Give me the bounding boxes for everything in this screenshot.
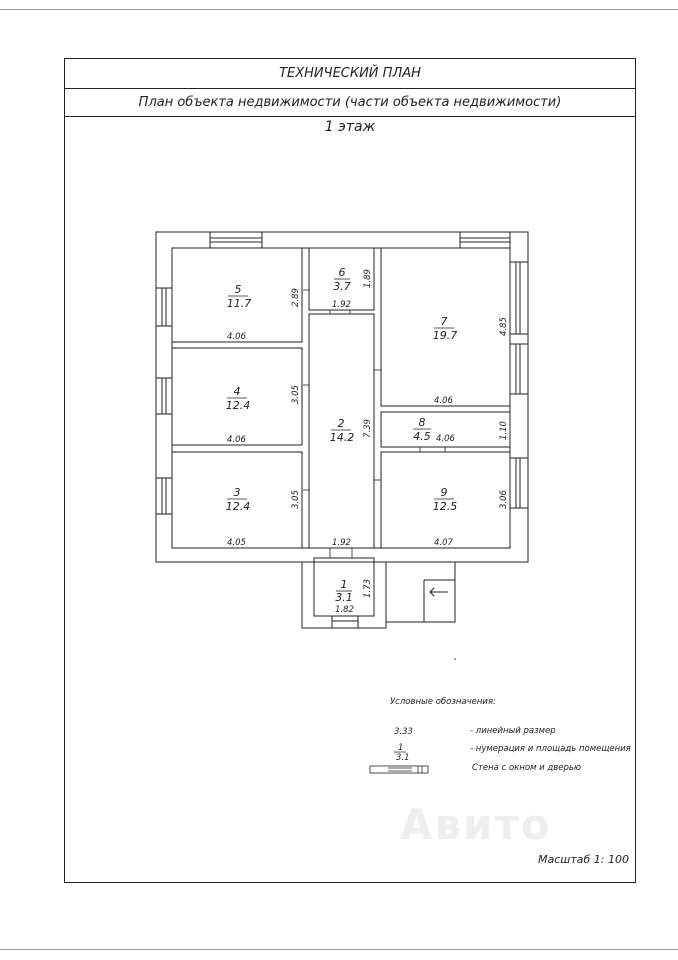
room-area-2: 14.2 [330, 431, 355, 444]
room-8-outline [380, 411, 511, 448]
room-number-7: 7 [441, 315, 448, 328]
door-marks [303, 289, 446, 558]
dim-r5-width: 4.06 [227, 332, 247, 342]
window-top-left [209, 231, 263, 249]
dim-r2-width: 1.92 [332, 538, 351, 548]
legend-num-text: - нумерация и площадь помещения [470, 744, 631, 754]
dim-r7-width: 4.06 [434, 396, 454, 406]
window-left-1 [155, 287, 173, 327]
room-number-8: 8 [419, 416, 426, 429]
room-area-5: 11.7 [227, 297, 252, 310]
room-area-1: 3.1 [335, 591, 353, 604]
window-bottom [331, 615, 359, 629]
room-number-6: 6 [339, 266, 346, 279]
legend-area-example: 3.1 [396, 753, 410, 763]
room-area-4: 12.4 [226, 399, 251, 412]
window-right-2 [509, 343, 529, 395]
plan-title: ТЕХНИЧЕСКИЙ ПЛАН [279, 66, 421, 81]
page-bottom-line [0, 949, 678, 950]
legend-dim-text: - линейный размер [470, 726, 556, 736]
room-6-outline [308, 247, 375, 311]
room-number-4: 4 [234, 385, 241, 398]
dim-r8-height: 1.10 [499, 421, 509, 440]
dimension-labels: 4.06 2.89 1.92 1.89 4.06 4.85 4.06 3.05 … [227, 269, 509, 615]
porch [386, 561, 456, 623]
stray-dot [454, 658, 456, 660]
dim-r1-width: 1.82 [335, 605, 354, 615]
inner-wall [171, 247, 511, 549]
dim-r4-height: 3.05 [291, 385, 301, 404]
window-right-1 [509, 261, 529, 335]
room-number-5: 5 [235, 283, 242, 296]
page-top-line [0, 9, 678, 10]
dim-r2-height: 7.39 [363, 419, 373, 438]
room-number-2: 2 [338, 417, 345, 430]
window-left-2 [155, 377, 173, 415]
room-number-1: 1 [341, 578, 348, 591]
legend-num-example: 1 [398, 743, 403, 753]
room-area-3: 12.4 [226, 500, 251, 513]
dim-r9-height: 3.06 [499, 489, 509, 509]
dim-r5-height: 2.89 [291, 288, 301, 307]
stair-arrowhead [429, 587, 435, 597]
room-area-7: 19.7 [433, 329, 458, 342]
plan-subtitle: План объекта недвижимости (части объекта… [138, 94, 562, 110]
window-left-3 [155, 477, 173, 515]
title-row: ТЕХНИЧЕСКИЙ ПЛАН [65, 59, 635, 89]
room-area-6: 3.7 [333, 280, 351, 293]
window-right-3 [509, 457, 529, 509]
legend-graphics: 3.33 1 3.1 [369, 727, 429, 774]
legend-wall-symbol [369, 765, 429, 774]
subtitle-row: План объекта недвижимости (части объекта… [65, 88, 635, 117]
legend-dim-example: 3.33 [394, 727, 413, 737]
floor-label: 1 этаж [324, 119, 376, 135]
legend-title: Условные обозначения: [390, 697, 496, 707]
window-top-right [459, 231, 511, 249]
room-area-8: 4.5 [413, 430, 431, 443]
room-area-9: 12.5 [433, 500, 458, 513]
room-label-group: 5 11.7 6 3.7 7 19.7 4 12.4 2 14.2 8 4.5 … [226, 266, 458, 604]
room-2-outline [308, 313, 375, 549]
scale-label: Масштаб 1: 100 [538, 853, 629, 866]
watermark: Авито [400, 800, 552, 849]
room-number-9: 9 [441, 486, 448, 499]
dim-r1-height: 1.73 [363, 579, 373, 598]
dim-r4-width: 4.06 [227, 435, 247, 445]
dim-r3-height: 3.05 [291, 490, 301, 509]
legend-wall-text: Стена с окном и дверью [472, 763, 582, 773]
dim-r3-width: 4.05 [227, 538, 246, 548]
dim-r6-width: 1.92 [332, 300, 351, 310]
dim-r7-height: 4.85 [499, 317, 509, 336]
outer-wall [155, 231, 529, 563]
dim-r9-width: 4.07 [434, 538, 454, 548]
dim-r6-height: 1.89 [363, 269, 373, 288]
room-number-3: 3 [234, 486, 241, 499]
drawing-frame: ТЕХНИЧЕСКИЙ ПЛАН План объекта недвижимос… [64, 58, 636, 883]
dim-r8-width: 4.06 [436, 434, 456, 444]
